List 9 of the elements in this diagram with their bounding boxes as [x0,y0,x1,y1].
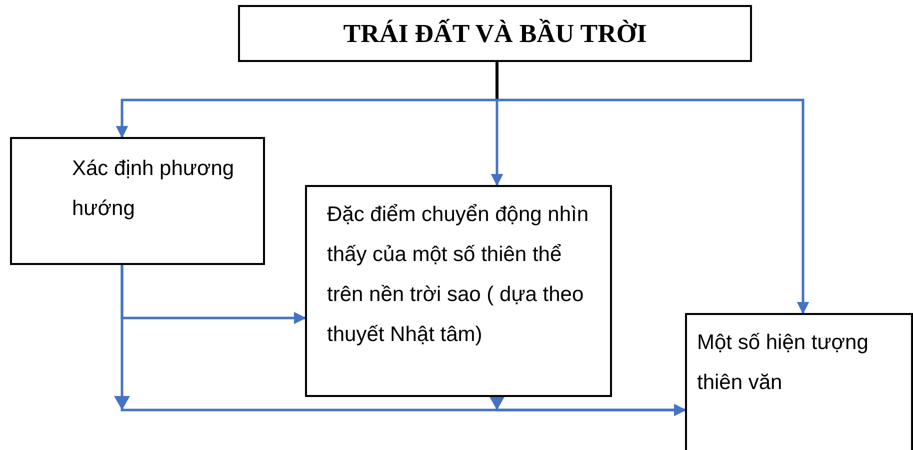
title-text: TRÁI ĐẤT VÀ BẦU TRỜI [343,18,647,50]
topic-box [10,137,265,265]
box-text: Một số hiện tượng thiên văn [697,330,870,396]
connector-stem [496,62,498,100]
title-box [238,5,752,62]
box-text: Xác định phương hướng [72,156,236,222]
box-text: Đặc điểm chuyển động nhìn thấy của một số thiên thể trên nền trời sao ( dựa theo thuyết Nhật tâm) [327,202,590,348]
topic-box [305,185,612,397]
topic-box [685,313,913,450]
